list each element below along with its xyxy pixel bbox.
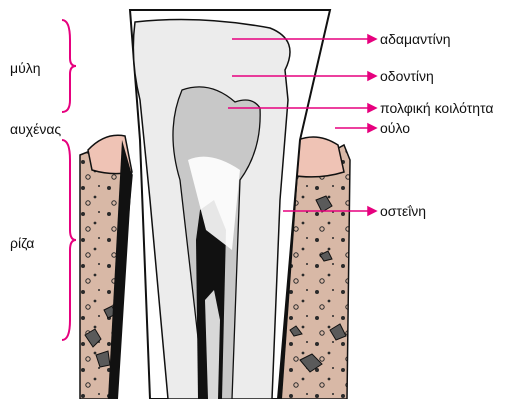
label-enamel: αδαμαντίνη <box>380 31 451 47</box>
label-crown: μύλη <box>10 60 41 76</box>
pink-brackets <box>62 20 76 340</box>
label-cementum: οστεΐνη <box>380 203 426 219</box>
label-dentin: οδοντίνη <box>380 68 434 84</box>
label-gum: ούλο <box>380 120 410 136</box>
label-root: ρίζα <box>10 235 34 251</box>
label-pulp: πολφική κοιλότητα <box>380 100 493 116</box>
label-neck: αυχένας <box>10 121 61 137</box>
